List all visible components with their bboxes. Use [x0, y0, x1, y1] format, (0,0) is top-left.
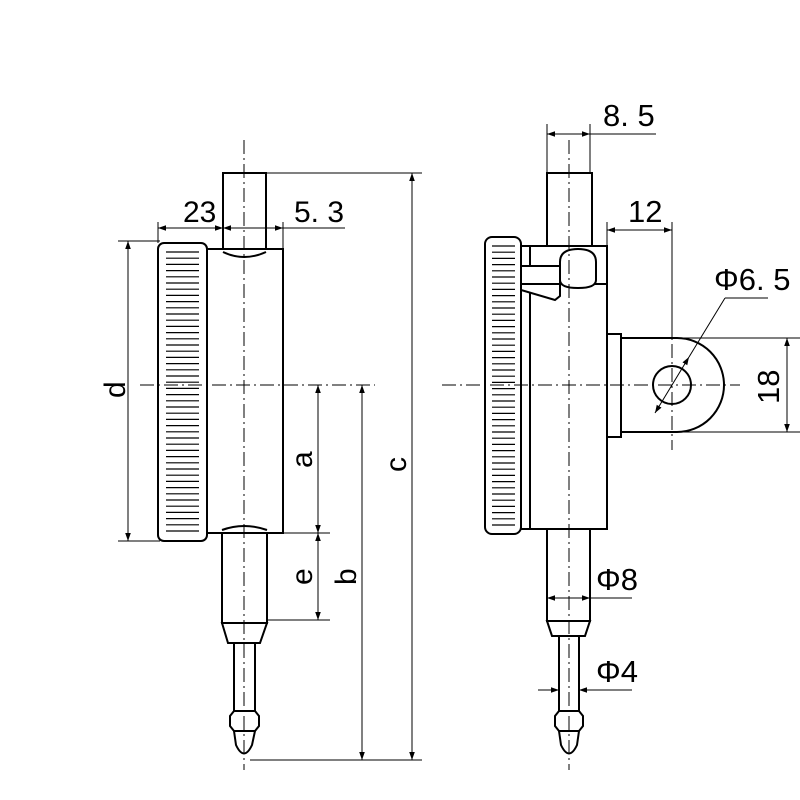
body-top-curve: [222, 251, 267, 258]
dim-label-18: 18: [751, 370, 786, 404]
dim-label-c: c: [380, 457, 413, 472]
dim-label-5-3: 5. 3: [294, 196, 344, 229]
dim-label-phi6-5: Φ6. 5: [714, 262, 790, 297]
dim-label-d: d: [99, 381, 132, 398]
dim-label-phi4: Φ4: [596, 654, 638, 689]
lug-screw: [559, 247, 597, 290]
bezel-knurling: [166, 251, 199, 532]
dim-label-8-5: 8. 5: [603, 98, 655, 133]
dim-label-23: 23: [183, 196, 216, 229]
dim-label-b: b: [330, 568, 363, 585]
side-view: 8. 5 12 Φ6. 5 18 Φ8 Φ4: [442, 98, 800, 770]
front-view: 23 5. 3 d a e b c: [99, 140, 422, 770]
dim-label-e: e: [286, 568, 319, 585]
dim-label-12: 12: [628, 194, 662, 229]
bezel: [157, 242, 208, 542]
dial-body: [206, 248, 284, 534]
dim-line-phi6-5: [654, 356, 690, 414]
dim-label-phi8: Φ8: [596, 562, 638, 597]
side-bezel-knurling: [492, 245, 515, 526]
dim-leader-phi6-5: [688, 297, 726, 358]
dim-label-a: a: [286, 451, 319, 468]
